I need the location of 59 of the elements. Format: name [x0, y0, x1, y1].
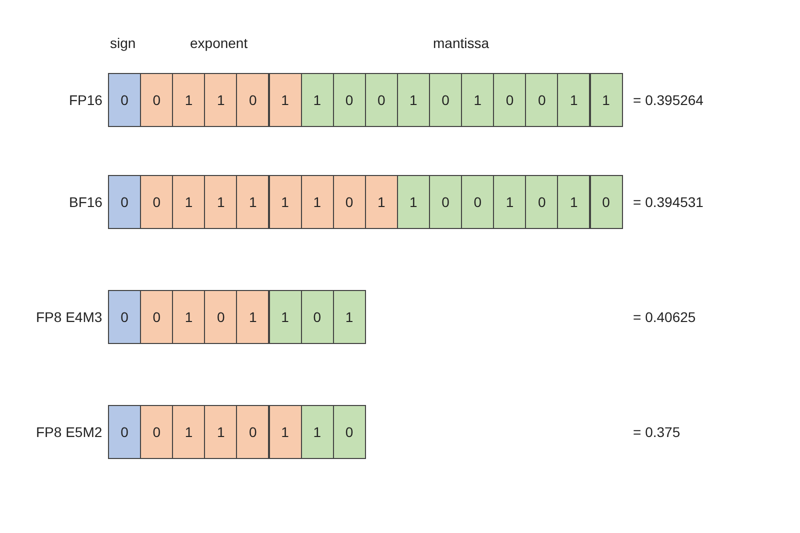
mantissa-bit-cell: 0 — [525, 73, 558, 127]
exponent-bit-cell: 0 — [140, 290, 174, 344]
exponent-bit-cell: 1 — [204, 405, 238, 459]
mantissa-bit-cell: 1 — [396, 175, 430, 229]
mantissa-bit-cell: 0 — [300, 290, 334, 344]
exponent-bit-cell: 1 — [268, 175, 302, 229]
mantissa-bit-cell: 0 — [332, 405, 366, 459]
field-heading: mantissa — [433, 34, 490, 52]
exponent-bit-cell: 1 — [268, 405, 302, 459]
mantissa-bit-cell: 0 — [525, 175, 558, 229]
mantissa-bit-cell: 1 — [557, 175, 590, 229]
exponent-bit-cell: 1 — [364, 175, 398, 229]
mantissa-bit-cell: 0 — [429, 175, 462, 229]
exponent-bit-cell: 1 — [172, 73, 206, 127]
exponent-bit-cell: 1 — [204, 73, 238, 127]
exponent-bit-cell: 0 — [204, 290, 238, 344]
exponent-bit-cell: 1 — [172, 290, 206, 344]
mantissa-bit-cell: 0 — [493, 73, 526, 127]
mantissa-bit-cell: 0 — [590, 175, 623, 229]
decimal-value: = 0.395264 — [633, 91, 704, 109]
field-heading: exponent — [190, 34, 248, 52]
decimal-value: = 0.40625 — [633, 308, 696, 326]
mantissa-bit-cell: 0 — [461, 175, 494, 229]
sign-bit-cell: 0 — [108, 290, 142, 344]
exponent-bit-cell: 0 — [140, 175, 174, 229]
exponent-bit-cell: 1 — [236, 175, 270, 229]
sign-bit-cell: 0 — [108, 405, 142, 459]
mantissa-bit-cell: 0 — [332, 73, 366, 127]
exponent-bit-cell: 1 — [268, 73, 302, 127]
exponent-bit-cell: 0 — [236, 405, 270, 459]
decimal-value: = 0.375 — [633, 423, 680, 441]
format-name: FP8 E5M2 — [36, 423, 102, 441]
exponent-bit-cell: 1 — [300, 175, 334, 229]
sign-bit-cell: 0 — [108, 175, 142, 229]
exponent-bit-cell: 1 — [172, 175, 206, 229]
mantissa-bit-cell: 0 — [429, 73, 462, 127]
format-name: FP8 E4M3 — [36, 308, 102, 326]
exponent-bit-cell: 0 — [140, 405, 174, 459]
exponent-bit-cell: 1 — [204, 175, 238, 229]
decimal-value: = 0.394531 — [633, 193, 704, 211]
exponent-bit-cell: 1 — [236, 290, 270, 344]
mantissa-bit-cell: 0 — [364, 73, 398, 127]
mantissa-bit-cell: 1 — [590, 73, 623, 127]
mantissa-bit-cell: 1 — [300, 73, 334, 127]
field-heading: sign — [110, 34, 136, 52]
mantissa-bit-cell: 1 — [493, 175, 526, 229]
mantissa-bit-cell: 1 — [332, 290, 366, 344]
mantissa-bit-cell: 1 — [557, 73, 590, 127]
exponent-bit-cell: 0 — [140, 73, 174, 127]
mantissa-bit-cell: 1 — [461, 73, 494, 127]
mantissa-bit-cell: 1 — [268, 290, 302, 344]
exponent-bit-cell: 0 — [332, 175, 366, 229]
exponent-bit-cell: 1 — [172, 405, 206, 459]
format-name: BF16 — [69, 193, 102, 211]
mantissa-bit-cell: 1 — [396, 73, 430, 127]
mantissa-bit-cell: 1 — [300, 405, 334, 459]
exponent-bit-cell: 0 — [236, 73, 270, 127]
sign-bit-cell: 0 — [108, 73, 142, 127]
format-name: FP16 — [69, 91, 102, 109]
